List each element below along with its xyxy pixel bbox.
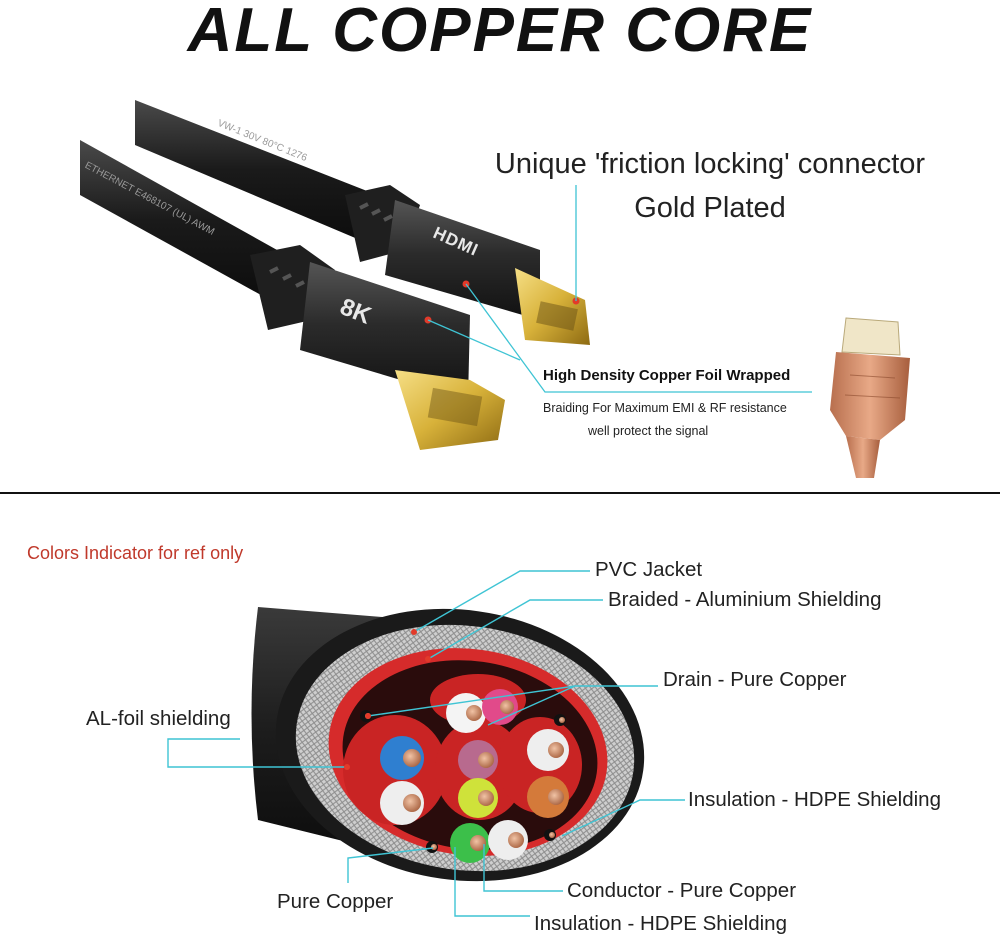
connector-callout: Unique 'friction locking' connector Gold… [460, 142, 960, 230]
label-pure-copper: Pure Copper [277, 890, 394, 913]
foil-line2: well protect the signal [588, 424, 709, 438]
upper-hdmi-cable [135, 100, 390, 240]
label-braided-shielding: Braided - Aluminium Shielding [608, 588, 882, 611]
lower-hdmi-cable [80, 140, 295, 300]
foil-heading: High Density Copper Foil Wrapped [543, 367, 791, 384]
copper-foil-connector-icon [830, 317, 910, 478]
label-insulation-bottom: Insulation - HDPE Shielding [534, 912, 787, 935]
upper-hdmi-connector [345, 185, 590, 345]
label-conductor: Conductor - Pure Copper [567, 879, 797, 902]
cable-cross-section [251, 607, 645, 882]
top-leader-lines [427, 185, 812, 393]
label-pvc-jacket: PVC Jacket [595, 558, 703, 581]
connector-line1: Unique 'friction locking' connector [494, 148, 926, 180]
foil-line1: Braiding For Maximum EMI & RF resistance [543, 401, 787, 415]
bottom-marker-dots [344, 629, 431, 770]
bottom-leader-lines [167, 570, 685, 917]
lower-hdmi-connector [250, 245, 505, 450]
connector-line2: Gold Plated [634, 192, 786, 224]
colors-note: Colors Indicator for ref only [27, 543, 244, 563]
label-al-foil: AL-foil shielding [86, 707, 231, 730]
label-insulation-right: Insulation - HDPE Shielding [688, 788, 941, 811]
label-drain: Drain - Pure Copper [663, 668, 847, 691]
page-title: ALL COPPER CORE [187, 0, 813, 65]
